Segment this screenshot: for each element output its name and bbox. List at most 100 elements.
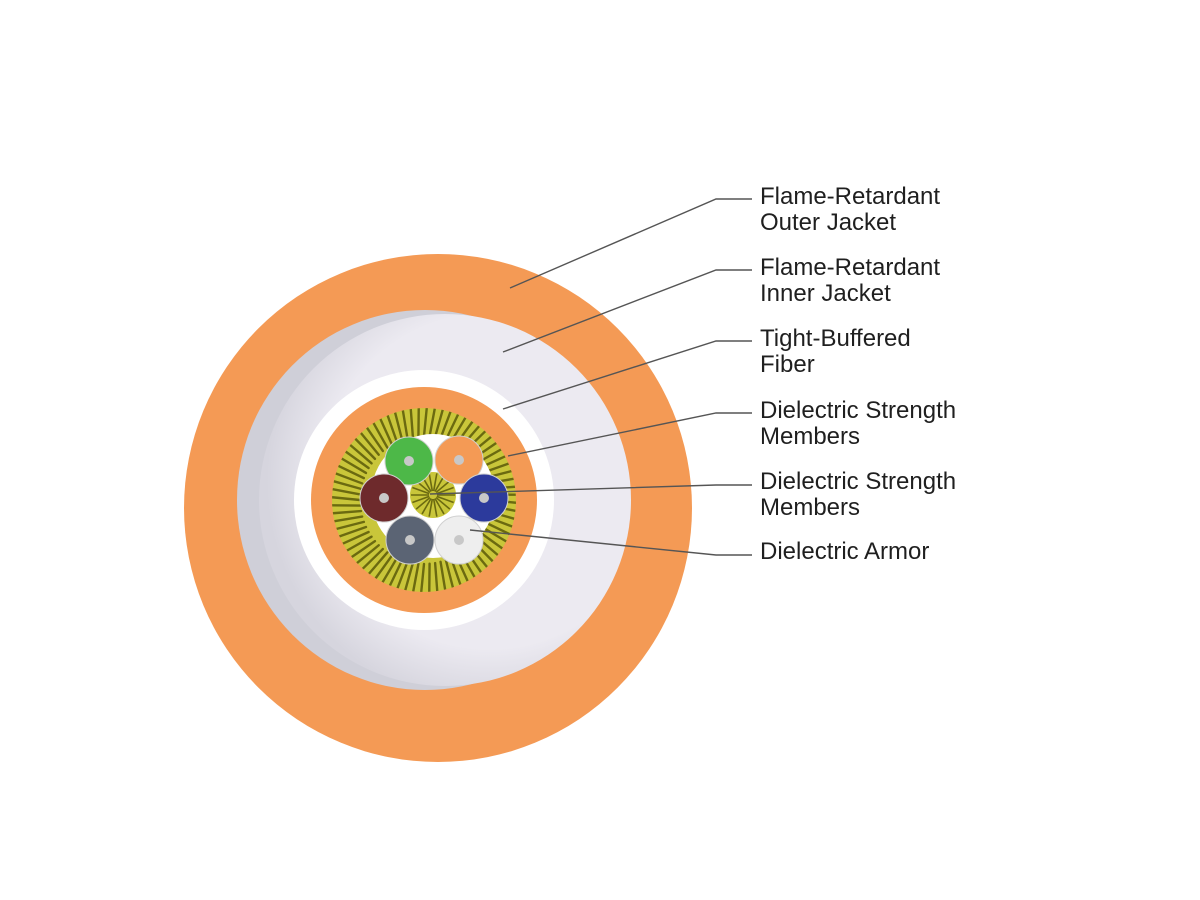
armor-yarn-strand (350, 539, 377, 559)
svg-text:Outer Jacket: Outer Jacket (760, 209, 896, 236)
central-yarn-strand (434, 498, 445, 515)
central-yarn-strand (435, 480, 451, 494)
armor-yarn-strand (381, 556, 399, 584)
armor-yarn-strand (349, 443, 373, 465)
armor-yarn-strand (478, 530, 504, 550)
armor-yarn-strand (482, 520, 511, 536)
label-inner-jacket: Flame-Retardant Inner Jacket (760, 254, 940, 307)
leader-outer-jacket (509, 198, 752, 289)
armor-yarn-strand (439, 560, 447, 591)
armor-yarn-strand (388, 558, 404, 587)
armor-yarn-strand (393, 411, 404, 442)
armor-yarn-strand (332, 509, 363, 515)
svg-text:Members: Members (760, 494, 860, 521)
armor-yarn-strand (344, 450, 370, 470)
label-dielectric-strength-members-1: Dielectric Strength Members (760, 397, 956, 450)
armor-yarn-strand (340, 457, 368, 475)
leader-strength-members-1 (507, 412, 752, 457)
central-yarn-strand (421, 498, 432, 515)
armor-yarn-strand (354, 437, 377, 461)
label-outer-jacket: Flame-Retardant Outer Jacket (760, 183, 940, 236)
callout-labels: Flame-Retardant Outer Jacket Flame-Retar… (760, 183, 956, 565)
armor-yarn-strand (345, 535, 373, 552)
armor-yarn-strand (367, 551, 389, 575)
armor-yarn-strand (335, 520, 366, 531)
tight-buffered-fibers (359, 435, 509, 565)
armor-yarn-strand (333, 515, 364, 523)
fiber-slate (385, 515, 435, 565)
svg-text:Members: Members (760, 423, 860, 450)
armor-yarn-strand (372, 421, 389, 449)
armor-yarn-strand (444, 558, 455, 589)
armor-yarn-strand (444, 413, 460, 442)
fiber-white (434, 515, 484, 565)
armor-yarn-strand (480, 525, 508, 543)
fiber-white-core (454, 535, 464, 545)
svg-text:Inner Jacket: Inner Jacket (760, 280, 891, 307)
fiber-brown (359, 473, 409, 523)
armor-yarn-strand (428, 408, 436, 438)
central-yarn-strand (412, 495, 430, 504)
armor-yarn-strand (334, 472, 364, 485)
armor-yarn-strand (379, 417, 394, 446)
armor-yarn-strand (433, 408, 444, 439)
svg-text:Dielectric Strength: Dielectric Strength (760, 468, 956, 495)
svg-text:Fiber: Fiber (760, 351, 815, 378)
svg-text:Flame-Retardant: Flame-Retardant (760, 183, 940, 210)
central-yarn-strand (428, 473, 434, 492)
armor-yarn-strand (409, 408, 415, 439)
central-yarn-strand (415, 496, 431, 510)
armor-yarn-strand (338, 525, 368, 538)
armor-yarn-strand (332, 480, 363, 491)
armor-yarn-strand (341, 530, 370, 545)
leader-lines (429, 198, 752, 556)
central-yarn-strand (435, 496, 451, 510)
armor-yarn-strand (359, 431, 380, 456)
central-yarn-strand (436, 495, 454, 504)
svg-text:Flame-Retardant: Flame-Retardant (760, 254, 940, 281)
fiber-brown-core (379, 493, 389, 503)
label-dielectric-strength-members-2: Dielectric Strength Members (760, 468, 956, 521)
armor-yarn-strand (361, 547, 385, 570)
central-strength-member (410, 472, 456, 518)
leader-inner-jacket (502, 269, 752, 353)
armor-yarn-strand (332, 496, 362, 502)
armor-yarn-strand (332, 488, 362, 496)
central-yarn-strand (432, 473, 438, 492)
armor-yarn-strand (412, 562, 420, 592)
fiber-slate-core (405, 535, 415, 545)
label-dielectric-armor: Dielectric Armor (760, 538, 929, 565)
fiber-orange-core (454, 455, 464, 465)
fiber-blue-core (479, 493, 489, 503)
armor-yarn-strand (433, 561, 439, 592)
svg-text:Dielectric Strength: Dielectric Strength (760, 397, 956, 424)
central-yarn-strand (436, 486, 454, 495)
armor-yarn-strand (386, 414, 399, 444)
fiber-blue (459, 473, 509, 523)
armor-yarn-strand (439, 410, 452, 440)
leader-dielectric-armor (469, 529, 752, 556)
armor-yarn-strand (337, 464, 366, 480)
label-tight-buffered-fiber: Tight-Buffered Fiber (760, 325, 911, 378)
armor-yarn-strand (396, 560, 409, 590)
leader-tight-buffered-fiber (502, 340, 752, 410)
armor-yarn-strand (355, 544, 380, 565)
armor-yarn-strand (401, 409, 409, 440)
central-yarn-strand (428, 498, 434, 517)
armor-yarn-strand (404, 561, 415, 592)
central-yarn-strand (432, 498, 438, 517)
svg-text:Dielectric Armor: Dielectric Armor (760, 538, 929, 565)
central-yarn-strand (434, 475, 445, 492)
armor-yarn-strand (365, 426, 385, 453)
fiber-orange (434, 435, 484, 485)
armor-yarn-strand (374, 554, 394, 580)
fiber-green-core (404, 456, 414, 466)
leader-strength-members-2 (429, 484, 752, 495)
central-yarn-strand (412, 486, 430, 495)
armor-yarn-strand (420, 562, 426, 592)
svg-text:Tight-Buffered: Tight-Buffered (760, 325, 911, 352)
fiber-green (384, 436, 434, 486)
armor-yarn-strand (422, 408, 428, 438)
